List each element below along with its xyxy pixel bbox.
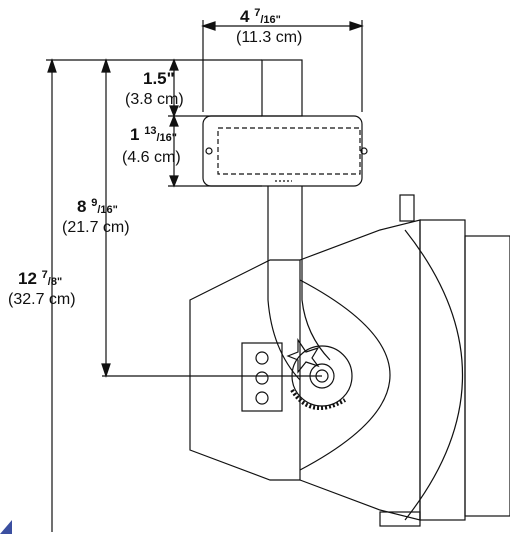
stem-height-label: 1.5" bbox=[143, 69, 175, 88]
pivot-height-arrow-bottom bbox=[101, 363, 111, 378]
top-width-label: 4 7/16" bbox=[240, 7, 281, 26]
front-lens bbox=[464, 235, 510, 517]
lens-housing bbox=[299, 219, 421, 521]
lens-arc bbox=[404, 229, 463, 521]
pivot-bracket bbox=[241, 342, 283, 412]
corner-triangle bbox=[0, 520, 12, 534]
pivot-height-arrow-top bbox=[101, 58, 111, 73]
yoke-hole-right bbox=[360, 147, 368, 155]
yoke-plate bbox=[202, 115, 363, 187]
wing-nut bbox=[286, 338, 320, 374]
stem-height-metric: (3.8 cm) bbox=[125, 91, 184, 108]
housing bbox=[189, 259, 301, 481]
front-bezel bbox=[419, 219, 466, 521]
tilt-scale bbox=[290, 388, 346, 410]
lens-curve bbox=[299, 279, 391, 471]
stem-arrow-top bbox=[169, 58, 179, 71]
overall-height-label: 12 7/8" bbox=[18, 269, 63, 288]
mounting-stem bbox=[261, 59, 303, 117]
top-width-arrow-right bbox=[349, 21, 364, 31]
yoke-hole-left bbox=[205, 147, 213, 155]
bracket-hole-bottom bbox=[255, 391, 269, 405]
yoke-arm bbox=[267, 186, 331, 381]
top-latch bbox=[399, 194, 415, 222]
pivot-height-metric: (21.7 cm) bbox=[62, 219, 130, 236]
overall-height-arrow-top bbox=[47, 58, 57, 73]
yoke-arrow-mid bbox=[169, 114, 179, 127]
bottom-latch bbox=[379, 511, 421, 527]
pivot-height-label: 8 9/16" bbox=[77, 197, 118, 216]
bracket-hole-mid bbox=[255, 371, 269, 385]
yoke-height-label: 1 13/16" bbox=[130, 125, 177, 144]
stem-arrow-mid bbox=[169, 105, 179, 118]
yoke-arrow-bottom bbox=[169, 175, 179, 188]
top-width-metric: (11.3 cm) bbox=[236, 29, 303, 46]
pivot-knob-center bbox=[315, 369, 329, 383]
yoke-height-metric: (4.6 cm) bbox=[122, 149, 181, 166]
yoke-slot bbox=[217, 127, 361, 175]
bracket-hole-top bbox=[255, 351, 269, 365]
overall-height-metric: (32.7 cm) bbox=[8, 291, 76, 308]
top-width-arrow-left bbox=[201, 21, 216, 31]
pivot-knob bbox=[309, 363, 335, 389]
